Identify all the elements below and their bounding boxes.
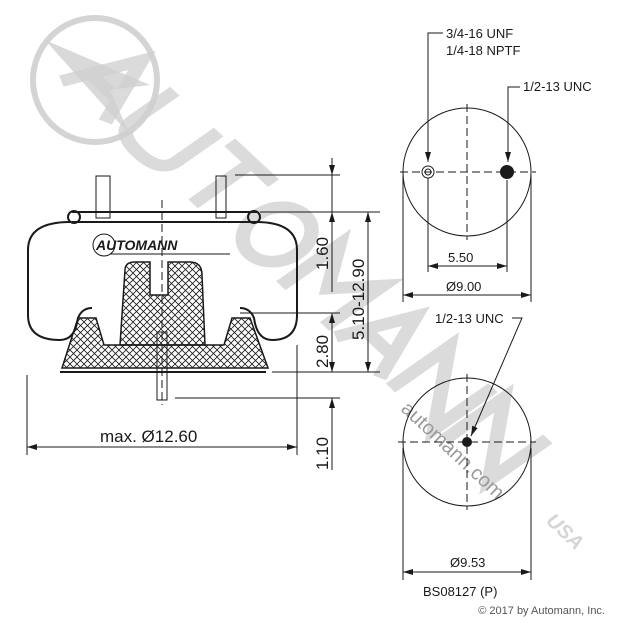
dim-max-diameter: max. Ø12.60 — [100, 427, 197, 446]
copyright: © 2017 by Automann, Inc. — [478, 605, 605, 617]
watermark-logo-circle — [30, 15, 160, 145]
bead-left — [67, 210, 81, 224]
dim-height-range: 5.10-12.90 — [349, 259, 368, 340]
diameter-extension-lines — [26, 345, 298, 455]
logo-circle — [92, 233, 116, 257]
dim-piston: 2.80 — [313, 335, 332, 368]
watermark-suffix: USA — [542, 510, 588, 555]
part-number: BS08127 (P) — [423, 584, 497, 599]
dim-top-diameter: Ø9.00 — [446, 279, 481, 294]
top-stud — [215, 175, 227, 219]
callout-air-2: 1/4-18 NPTF — [446, 43, 520, 58]
dim-spacing: 5.50 — [448, 250, 473, 265]
dim-bottom-diameter: Ø9.53 — [450, 555, 485, 570]
extension-lines — [175, 174, 380, 399]
callout-stud-top: 1/2-13 UNC — [523, 79, 592, 94]
logo-text: AUTOMANN — [95, 237, 178, 253]
air-fitting — [95, 175, 111, 219]
dim-bottom-stud: 1.10 — [313, 437, 332, 470]
stud-hole — [500, 165, 514, 179]
bead-right — [247, 210, 261, 224]
callout-stud-bottom: 1/2-13 UNC — [435, 311, 504, 326]
automann-logo: AUTOMANN — [92, 233, 230, 257]
bottom-stud-hole — [462, 437, 472, 447]
bottom-view: 1/2-13 UNC Ø9.53 — [398, 311, 536, 580]
bead-plate — [72, 211, 258, 223]
side-view: AUTOMANN 1.60 2.80 5.10-12.90 1.10 max. … — [26, 158, 380, 470]
piston — [60, 317, 270, 369]
dim-top-stud: 1.60 — [313, 237, 332, 270]
callout-air-1: 3/4-16 UNF — [446, 26, 513, 41]
watermark: USA automann.com — [30, 15, 588, 555]
watermark-brand-lettering — [59, 50, 553, 495]
top-view: 3/4-16 UNF 1/4-18 NPTF 1/2-13 UNC 5.50 Ø… — [400, 26, 592, 302]
